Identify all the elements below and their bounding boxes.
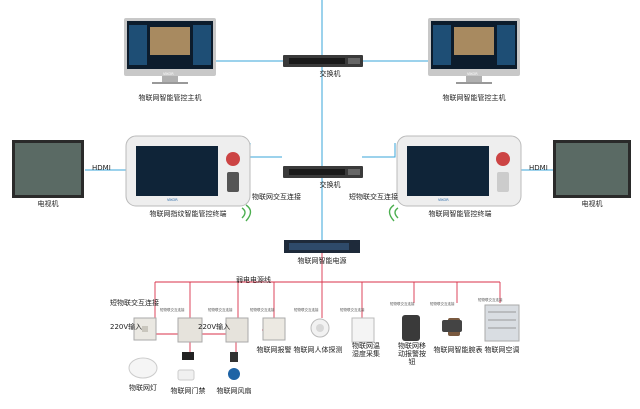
pir-sensor (310, 318, 330, 338)
fan-switch (225, 317, 249, 343)
tiny-link-label: 短物联交互连接 (390, 302, 415, 306)
logo-terminal-left: VIKOR (167, 198, 178, 202)
host-left-label: 物联网智能管控主机 (138, 94, 202, 102)
alarm-label: 物联网报警 (256, 346, 292, 354)
host-monitor-left (124, 18, 216, 84)
power-lines (150, 253, 501, 352)
link-right-label: 短物联交互连接 (349, 193, 398, 201)
terminal-right-label: 物联网智能管控终端 (428, 210, 492, 218)
switch-top-label: 交换机 (319, 70, 341, 78)
ac-label: 物联网空调 (484, 346, 520, 354)
temp-sensor (351, 317, 375, 343)
switch-top (283, 55, 363, 67)
door-lock (177, 352, 195, 381)
logo-terminal-right: VIKOR (438, 198, 449, 202)
fan-device (228, 352, 240, 380)
tiny-link-label: 短物联交互连接 (340, 308, 365, 312)
fan-label: 物联网风扇 (216, 387, 252, 395)
switch-mid-label: 交换机 (319, 181, 341, 189)
weak-line-label: 弱电电源线 (236, 276, 271, 284)
door-label: 物联网门禁 (170, 387, 206, 395)
terminal-left-label: 物联网指纹智能管控终端 (149, 210, 227, 218)
power-label: 物联网智能电源 (297, 257, 347, 265)
lamp-label: 物联网灯 (129, 384, 157, 392)
network-lines (85, 0, 553, 252)
tv-right (553, 140, 631, 198)
tv-right-label: 电视机 (581, 200, 603, 208)
v220-left-label: 220V输入 (110, 323, 143, 331)
tiny-link-label: 短物联交互连接 (250, 308, 275, 312)
alarm-device (262, 317, 286, 341)
switch-mid (283, 166, 363, 178)
tv-left (12, 140, 84, 198)
tv-left-label: 电视机 (37, 200, 59, 208)
tiny-link-label: 短物联交互连接 (478, 298, 503, 302)
tiny-link-label: 短物联交互连接 (208, 308, 233, 312)
air-conditioner (484, 304, 520, 342)
sos-button (402, 315, 420, 341)
lamp-switch (133, 317, 157, 341)
logo-host-right: VIKOR (467, 72, 478, 76)
hdmi-right-label: HDMI (529, 164, 548, 172)
power-unit (284, 240, 360, 253)
terminal-right (396, 135, 522, 207)
host-right-label: 物联网智能管控主机 (442, 94, 506, 102)
tiny-link-label: 短物联交互连接 (430, 302, 455, 306)
pir-label: 物联网人体探测 (293, 346, 343, 354)
smart-watch (442, 318, 462, 336)
terminal-left (125, 135, 251, 207)
v220-mid-label: 220V输入 (198, 323, 231, 331)
tiny-link-label: 短物联交互连接 (160, 308, 185, 312)
door-switch (177, 317, 203, 343)
wifi-icon-left (241, 204, 252, 222)
wifi-icon-right (388, 204, 399, 222)
host-monitor-right (428, 18, 520, 84)
short-link-label: 短物联交互连接 (110, 299, 159, 307)
logo-host-left: VIKOR (163, 72, 174, 76)
tiny-link-label: 短物联交互连接 (294, 308, 319, 312)
hdmi-left-label: HDMI (92, 164, 111, 172)
bulb (128, 357, 158, 379)
sos-label: 物联网移动报警按钮 (398, 342, 426, 366)
link-left-label: 物联网交互连接 (252, 193, 301, 201)
temp-label: 物联网温湿度采集 (352, 342, 380, 358)
watch-label: 物联网智能腕表 (433, 346, 483, 354)
